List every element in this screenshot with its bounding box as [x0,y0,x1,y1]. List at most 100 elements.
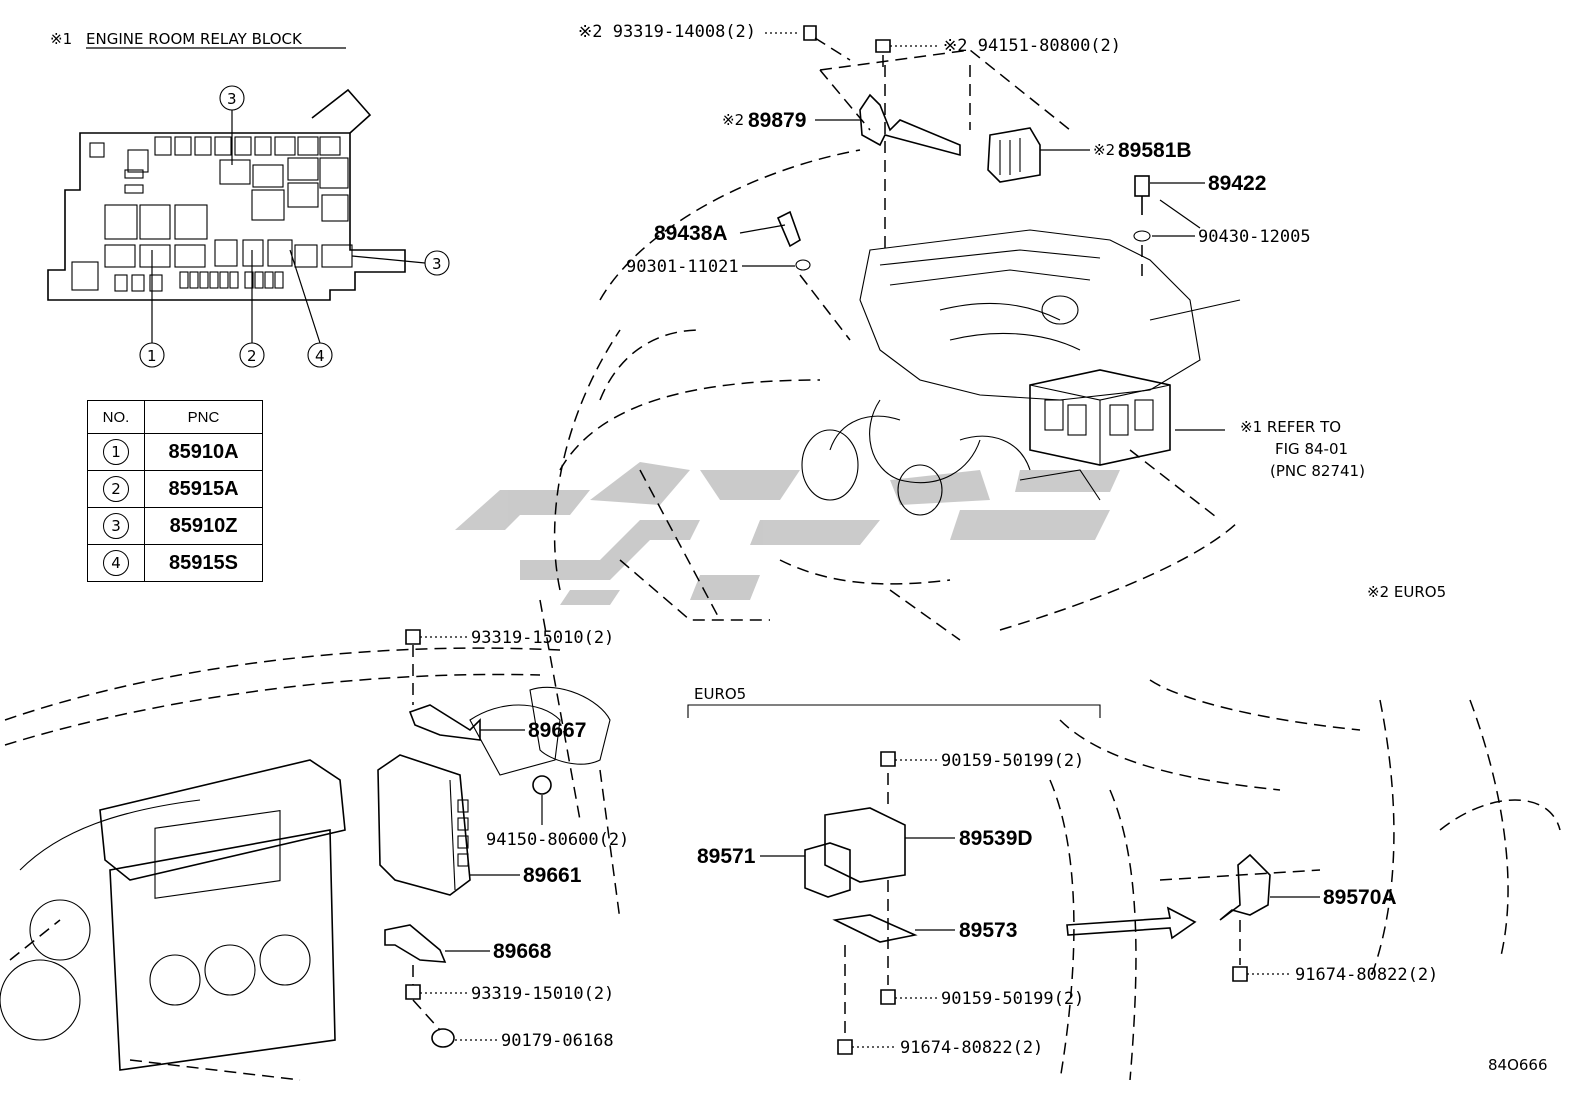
callout-number: 1 [103,439,129,465]
pnc-value: 85910Z [144,507,263,545]
clip-90179-drawing [412,999,455,1048]
euro5-ecu-drawing [804,773,918,1040]
svg-text:3: 3 [227,90,237,108]
svg-text:2: 2 [247,347,257,365]
fuse-box-drawing [1029,369,1171,466]
label-91674-80822-left: 91674-80822(2) [837,1038,1043,1058]
svg-text:89667: 89667 [528,719,586,742]
table-row: 3 85910Z [87,507,263,545]
relay-block-drawing [47,88,406,301]
pnc-value: 85910A [144,433,263,471]
pnc-value: 85915S [144,544,263,582]
callout-number: 3 [103,513,129,539]
label-89879: ※2 89879 [722,109,860,132]
label-93319-15010-top: 93319-15010(2) [405,628,614,648]
svg-text:ENGINE ROOM RELAY BLOCK: ENGINE ROOM RELAY BLOCK [86,30,303,48]
euro5-body-outline [1049,679,1561,1081]
label-89438a: 89438A [654,222,786,245]
svg-text:89581B: 89581B [1118,139,1192,162]
figure-id: 84O666 [1488,1056,1548,1074]
svg-text:90179-06168: 90179-06168 [501,1031,614,1051]
bracket-89667-drawing [408,645,481,741]
svg-text:3: 3 [432,255,442,273]
svg-text:89539D: 89539D [959,827,1033,850]
label-89667: 89667 [480,719,586,742]
svg-text:※2: ※2 [722,111,744,129]
svg-text:90159-50199(2): 90159-50199(2) [941,751,1084,771]
vehicle-front-outline [553,149,1241,641]
dashboard-drawing [0,599,621,1081]
svg-text:89570A: 89570A [1323,886,1397,909]
table-row: 2 85915A [87,470,263,508]
callout-number: 4 [103,550,129,576]
label-90159-50199-bottom: 90159-50199(2) [880,989,1084,1009]
label-90159-50199-top: 90159-50199(2) [880,751,1084,771]
label-89661: 89661 [470,864,582,887]
svg-text:1: 1 [147,347,157,365]
header-no: NO. [87,400,145,434]
svg-text:91674-80822(2): 91674-80822(2) [1295,965,1438,985]
svg-text:EURO5: EURO5 [694,685,746,703]
svg-text:4: 4 [315,347,325,365]
label-93319-15010-bottom: 93319-15010(2) [405,984,614,1004]
svg-text:FIG 84-01: FIG 84-01 [1275,440,1348,458]
label-90430-12005: 90430-12005 [1152,199,1311,247]
svg-text:89438A: 89438A [654,222,728,245]
label-89570a: 89570A [1270,886,1397,909]
ecu-89661-drawing [377,754,471,896]
svg-text:(PNC 82741): (PNC 82741) [1270,462,1365,480]
label-89573: 89573 [915,919,1017,942]
bracket-89668-drawing [384,924,447,985]
label-89668: 89668 [445,940,552,963]
svg-text:84O666: 84O666 [1488,1056,1548,1074]
pnc-value: 85915A [144,470,263,508]
svg-text:※2 EURO5: ※2 EURO5 [1367,583,1446,601]
svg-text:90159-50199(2): 90159-50199(2) [941,989,1084,1009]
svg-text:※1: ※1 [50,30,72,48]
label-euro5-note: ※2 EURO5 [1367,583,1446,601]
svg-text:※2 93319-14008(2): ※2 93319-14008(2) [578,22,756,42]
relay-callouts: 3 3 1 2 4 [139,85,450,368]
engine-block [801,229,1241,516]
label-94151-80800: ※2 94151-80800(2) [875,36,1121,70]
table-row: 1 85910A [87,433,263,471]
svg-text:89422: 89422 [1208,172,1266,195]
bracket-89570a-drawing [1219,853,1271,965]
table-row: 4 85915S [87,544,263,582]
sensor-89422-drawing [1133,175,1151,280]
table-header-row: NO. PNC [87,400,263,434]
label-refer-fig: ※1 REFER TO FIG 84-01 (PNC 82741) [1175,418,1365,480]
svg-text:90301-11021: 90301-11021 [626,257,739,277]
ecu-bracket-top [819,49,1071,255]
pnc-table: NO. PNC 1 85910A 2 85915A 3 85910Z 4 859… [87,400,263,582]
nut-94150-drawing [532,775,552,795]
euro5-heading: EURO5 [687,685,1101,718]
callout-number: 2 [103,476,129,502]
svg-text:※2: ※2 [1093,141,1115,159]
watermark-logo [455,462,1120,605]
svg-text:91674-80822(2): 91674-80822(2) [900,1038,1043,1058]
svg-text:90430-12005: 90430-12005 [1198,227,1311,247]
label-93319-14008: ※2 93319-14008(2) [578,22,851,61]
label-94150-80600: 94150-80600(2) [486,795,629,850]
relay-block-title: ※1 ENGINE ROOM RELAY BLOCK [50,30,346,49]
direction-arrow [1066,906,1197,940]
label-89571: 89571 [697,845,805,868]
label-90179-06168: 90179-06168 [455,1031,614,1051]
svg-text:※2 94151-80800(2): ※2 94151-80800(2) [943,36,1121,56]
svg-text:93319-15010(2): 93319-15010(2) [471,984,614,1004]
svg-text:※1 REFER TO: ※1 REFER TO [1240,418,1341,436]
svg-text:89879: 89879 [748,109,806,132]
svg-text:89668: 89668 [493,940,552,963]
svg-text:94150-80600(2): 94150-80600(2) [486,830,629,850]
label-89539d: 89539D [905,827,1033,850]
label-89581b: ※2 89581B [1040,139,1192,162]
svg-text:89571: 89571 [697,845,756,868]
label-90301-11021: 90301-11021 [626,257,795,277]
sensor-89438a-drawing [776,210,851,341]
svg-text:89661: 89661 [523,864,582,887]
header-pnc: PNC [144,400,263,434]
svg-text:93319-15010(2): 93319-15010(2) [471,628,614,648]
label-91674-80822-right: 91674-80822(2) [1232,965,1438,985]
